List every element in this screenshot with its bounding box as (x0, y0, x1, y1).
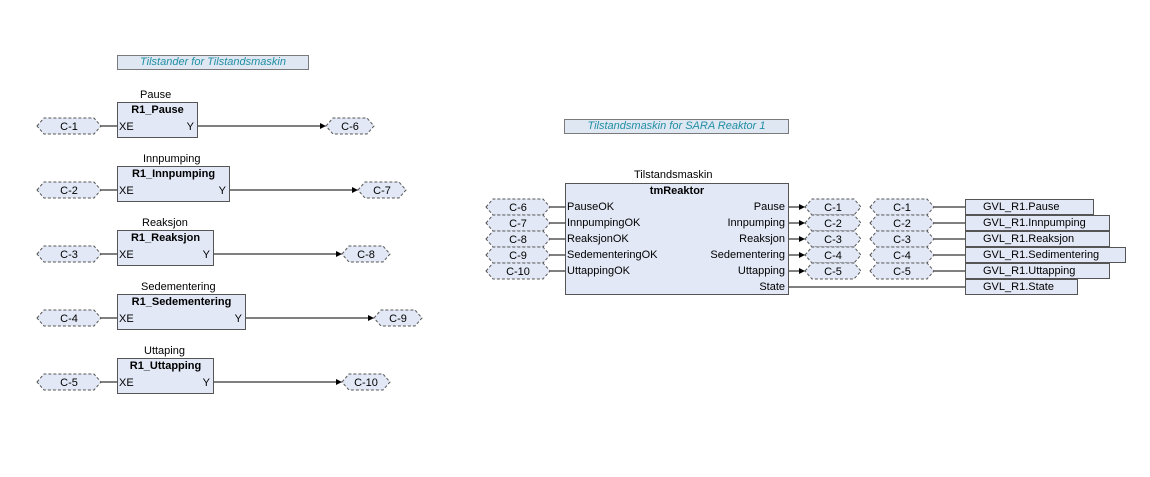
gvl-variable-innpumping[interactable]: GVL_R1.Innpumping (965, 215, 1110, 231)
machine-input-innpumping-ok: InnpumpingOK (567, 217, 641, 229)
state-block-sedementering[interactable]: R1_Sedementering XE Y (117, 294, 246, 330)
connector-c-6-sink-label: C-6 (341, 121, 359, 133)
state-block-instance-name: Uttaping (144, 345, 185, 357)
state-block-type: R1_Sedementering (131, 296, 232, 308)
state-block-instance-name: Innpumping (143, 153, 201, 165)
state-block-uttapping[interactable]: R1_Uttapping XE Y (117, 358, 214, 394)
arrow-head (336, 379, 342, 385)
arrow-head (352, 187, 358, 193)
state-block-reaksjon[interactable]: R1_Reaksjon XE Y (117, 230, 214, 266)
arrow-head (336, 251, 342, 257)
gvl-connector-c-1-label: C-1 (893, 202, 911, 214)
connector-c-2-source-label: C-2 (60, 185, 78, 197)
connector-c-3-source-label: C-3 (60, 249, 78, 261)
output-pin-label: Y (234, 313, 242, 325)
connector-c-9-sink-label: C-9 (389, 313, 407, 325)
machine-input-reaksjon-ok: ReaksjonOK (567, 233, 629, 245)
arrow-head (320, 123, 326, 129)
machine-output-connector-c-3-label: C-3 (824, 234, 842, 246)
input-pin-label: XE (119, 185, 134, 197)
connector-c-6-sink (325, 117, 375, 135)
connector-c-8-sink-label: C-8 (357, 249, 375, 261)
output-pin-label: Y (186, 121, 194, 133)
machine-input-sedementering-ok: SedementeringOK (567, 249, 658, 261)
gvl-variable-uttapping[interactable]: GVL_R1.Uttapping (965, 263, 1110, 279)
output-pin-label: Y (202, 249, 210, 261)
gvl-connector-c-5-label: C-5 (893, 266, 911, 278)
arrow-head (799, 236, 805, 242)
machine-input-uttapping-ok: UttappingOK (567, 265, 630, 277)
machine-instance-name: Tilstandsmaskin (634, 169, 713, 181)
machine-input-connector-c-7-label: C-7 (509, 218, 527, 230)
machine-input-connector-c-6-label: C-6 (509, 202, 527, 214)
machine-output-connector-c-1-label: C-1 (824, 202, 842, 214)
connector-c-1-source-label: C-1 (60, 121, 78, 133)
connector-c-10-sink (341, 373, 391, 391)
arrow-head (368, 315, 374, 321)
gvl-variable-pause[interactable]: GVL_R1.Pause (965, 199, 1094, 215)
output-pin-label: Y (202, 377, 210, 389)
state-block-instance-name: Pause (140, 89, 172, 101)
state-block-instance-name: Sedementering (141, 281, 216, 293)
machine-input-connector-c-10-label: C-10 (506, 266, 530, 278)
connector-c-4-source-label: C-4 (60, 313, 78, 325)
gvl-connector-c-2-label: C-2 (893, 218, 911, 230)
machine-output-uttapping: Uttapping (737, 265, 785, 277)
connector-c-10-sink-label: C-10 (354, 377, 378, 389)
machine-type: tmReaktor (649, 185, 705, 197)
comment-state-machine[interactable]: Tilstandsmaskin for SARA Reaktor 1 (564, 119, 789, 134)
gvl-variable-reaksjon[interactable]: GVL_R1.Reaksjon (965, 231, 1110, 247)
machine-output-connector-c-5 (804, 262, 862, 280)
gvl-connector-c-3-label: C-3 (893, 234, 911, 246)
machine-output-state: State (759, 281, 785, 293)
machine-output-sedementering: Sedementering (710, 249, 785, 261)
connector-c-5-source-label: C-5 (60, 377, 78, 389)
machine-output-reaksjon: Reaksjon (739, 233, 785, 245)
connector-c-8-sink (341, 245, 391, 263)
arrow-head (799, 204, 805, 210)
state-block-instance-name: Reaksjon (142, 217, 188, 229)
connector-c-7-sink (357, 181, 407, 199)
arrow-head (799, 220, 805, 226)
state-block-type: R1_Uttapping (129, 360, 202, 372)
arrow-head (799, 268, 805, 274)
gvl-variable-sedimentering[interactable]: GVL_R1.Sedimentering (965, 247, 1126, 263)
state-block-type: R1_Pause (131, 104, 184, 116)
state-block-type: R1_Innpumping (131, 168, 216, 180)
machine-input-pause-ok: PauseOK (567, 201, 615, 213)
connector-c-9-sink (373, 309, 423, 327)
machine-input-connector-c-9-label: C-9 (509, 250, 527, 262)
gvl-connector-c-4-label: C-4 (893, 250, 911, 262)
machine-output-connector-c-4-label: C-4 (824, 250, 842, 262)
output-pin-label: Y (218, 185, 226, 197)
machine-output-pause: Pause (753, 201, 785, 213)
input-pin-label: XE (119, 377, 134, 389)
comment-states[interactable]: Tilstander for Tilstandsmaskin (117, 55, 309, 70)
machine-output-connector-c-2-label: C-2 (824, 218, 842, 230)
connector-c-7-sink-label: C-7 (373, 185, 391, 197)
machine-input-connector-c-8-label: C-8 (509, 234, 527, 246)
machine-output-connector-c-5-label: C-5 (824, 266, 842, 278)
state-block-pause[interactable]: R1_Pause XE Y (117, 102, 198, 138)
state-block-type: R1_Reaksjon (130, 232, 201, 244)
machine-output-innpumping: Innpumping (727, 217, 786, 229)
state-machine-block[interactable]: tmReaktor PauseOK InnpumpingOK ReaksjonO… (565, 183, 789, 295)
input-pin-label: XE (119, 313, 134, 325)
state-block-innpumping[interactable]: R1_Innpumping XE Y (117, 166, 230, 202)
input-pin-label: XE (119, 249, 134, 261)
arrow-head (799, 252, 805, 258)
gvl-variable-state[interactable]: GVL_R1.State (965, 279, 1078, 295)
input-pin-label: XE (119, 121, 134, 133)
